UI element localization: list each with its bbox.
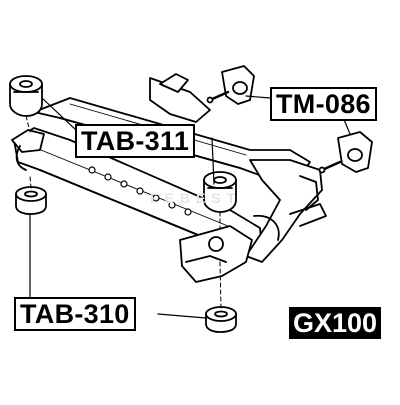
watermark: FEBEST	[150, 190, 242, 206]
model-code-badge: GX100	[289, 307, 382, 339]
part-label-tab-310: TAB-310	[14, 297, 136, 331]
part-label-tm-086: TM-086	[270, 87, 377, 121]
part-label-tab-311: TAB-311	[75, 124, 196, 158]
bushing-lower	[205, 306, 237, 333]
arm-bracket-right	[318, 131, 373, 174]
assembly-lines	[25, 115, 222, 309]
bushing-left-lower	[15, 186, 47, 215]
bushing-center	[203, 171, 237, 213]
leader-lines	[29, 95, 351, 319]
bushing-upper-left	[9, 75, 43, 117]
left-side-rail	[179, 214, 280, 283]
right-side-rail	[245, 159, 327, 263]
arm-bracket-upper	[206, 65, 255, 105]
